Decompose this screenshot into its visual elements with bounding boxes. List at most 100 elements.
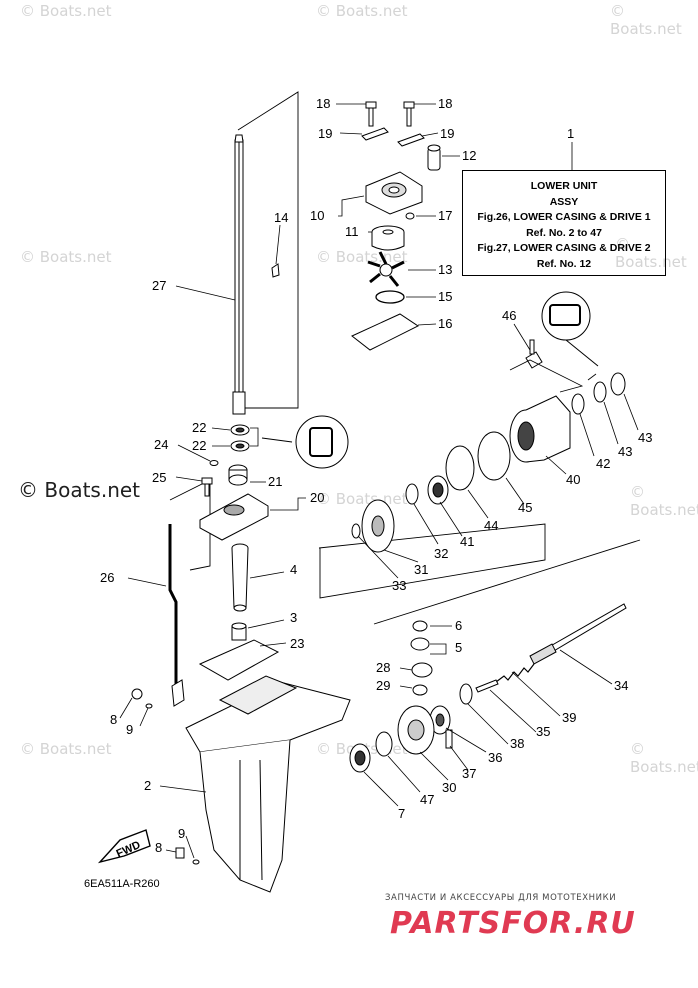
reference-line: Fig.26, LOWER CASING & DRIVE 1	[477, 211, 651, 223]
gear-30	[397, 705, 435, 755]
callout-9: 9	[126, 722, 133, 737]
callout-22: 22	[192, 420, 206, 435]
bearing-22	[230, 424, 250, 436]
shim-6	[412, 620, 428, 632]
brand-logo: PARTSFOR.RU	[390, 906, 636, 941]
callout-38: 38	[510, 736, 524, 751]
frame-line	[237, 91, 299, 409]
callout-8: 8	[110, 712, 117, 727]
callout-43: 43	[638, 430, 652, 445]
plate-19	[397, 133, 425, 147]
callout-20: 20	[310, 490, 324, 505]
bearing-22	[230, 440, 250, 452]
lower-casing-2	[185, 675, 351, 893]
callout-25: 25	[152, 470, 166, 485]
callout-19: 19	[440, 126, 454, 141]
callout-4: 4	[290, 562, 297, 577]
bearing-7	[349, 743, 371, 773]
dog-clutch-36	[429, 705, 451, 735]
callout-39: 39	[562, 710, 576, 725]
callout-2: 2	[144, 778, 151, 793]
watermark: © Boats.net	[20, 2, 112, 20]
watermark: © Boats.net	[630, 483, 698, 519]
bush-3	[231, 622, 247, 641]
o-ring-45	[477, 431, 511, 481]
callout-3: 3	[290, 610, 297, 625]
callout-41: 41	[460, 534, 474, 549]
callout-12: 12	[462, 148, 476, 163]
callout-8: 8	[155, 840, 162, 855]
callout-45: 45	[518, 500, 532, 515]
callout-26: 26	[100, 570, 114, 585]
callout-36: 36	[488, 750, 502, 765]
watermark: © Boats.net	[316, 2, 408, 20]
callout-11: 11	[345, 224, 359, 239]
gear-28	[411, 662, 433, 678]
brand-tagline: ЗАПЧАСТИ И АКСЕССУАРЫ ДЛЯ МОТОТЕХНИКИ	[385, 893, 617, 903]
propeller-shaft-34	[529, 603, 627, 665]
bolt-8	[131, 688, 153, 709]
shim-33	[351, 523, 361, 539]
callout-13: 13	[438, 262, 452, 277]
callout-35: 35	[536, 724, 550, 739]
callout-5: 5	[455, 640, 462, 655]
nut-29	[412, 684, 428, 696]
ring-38	[459, 683, 473, 705]
pump-housing-10	[365, 171, 423, 215]
shim-32	[405, 483, 419, 505]
insert-cartridge-11	[371, 225, 405, 251]
reference-title: LOWER UNIT	[530, 180, 598, 192]
callout-47: 47	[420, 792, 434, 807]
watermark-large: © Boats.net	[18, 478, 141, 502]
pin-35	[475, 679, 499, 693]
frame-line	[318, 523, 546, 599]
callout-31: 31	[414, 562, 428, 577]
pin-14	[271, 263, 280, 278]
propeller-shaft-housing-40	[509, 395, 571, 463]
outer-plate-16	[351, 313, 419, 351]
callout-30: 30	[442, 780, 456, 795]
callout-14: 14	[274, 210, 288, 225]
reference-line: Fig.27, LOWER CASING & DRIVE 2	[477, 242, 651, 254]
watermark: © Boats.net	[20, 740, 112, 758]
bolt-8	[175, 847, 200, 865]
reference-subtitle: ASSY	[549, 195, 579, 208]
bush-21	[228, 464, 248, 486]
callout-10: 10	[310, 208, 324, 223]
shift-rod-26	[168, 524, 178, 690]
reference-line: Ref. No. 12	[536, 257, 592, 270]
lubricant-symbol-icon	[261, 415, 349, 469]
reference-box: LOWER UNIT ASSY Fig.26, LOWER CASING & D…	[462, 170, 666, 276]
oil-seal-43	[610, 372, 626, 396]
ring-17	[405, 212, 415, 220]
callout-27: 27	[152, 278, 166, 293]
watermark: © Boats.net	[615, 235, 687, 271]
pin-37	[445, 729, 453, 749]
callout-15: 15	[438, 289, 452, 304]
o-ring-44	[445, 445, 475, 491]
bolt-25	[201, 477, 213, 497]
shim-47	[375, 731, 393, 757]
callout-37: 37	[462, 766, 476, 781]
callout-18: 18	[316, 96, 330, 111]
oil-seal-43	[593, 381, 607, 403]
callout-29: 29	[376, 678, 390, 693]
diagram-code: 6EA511A-R260	[84, 878, 160, 890]
bolt-18	[365, 101, 377, 127]
housing-20	[199, 493, 269, 541]
callout-17: 17	[438, 208, 452, 223]
bolt-46	[525, 339, 543, 369]
callout-16: 16	[438, 316, 452, 331]
callout-32: 32	[434, 546, 448, 561]
grease-gc-icon	[541, 291, 599, 367]
tube-12	[427, 144, 441, 171]
callout-22: 22	[192, 438, 206, 453]
callout-40: 40	[566, 472, 580, 487]
callout-21: 21	[268, 474, 282, 489]
callout-42: 42	[596, 456, 610, 471]
watermark: © Boats.net	[630, 740, 698, 776]
callout-34: 34	[614, 678, 628, 693]
bearing-41	[427, 475, 449, 505]
callout-labels: 1 2 3 4 5 6 7 8 9 8 9 10 11 12 13 14 15 …	[100, 96, 652, 860]
pinion-gear-31	[361, 499, 395, 553]
